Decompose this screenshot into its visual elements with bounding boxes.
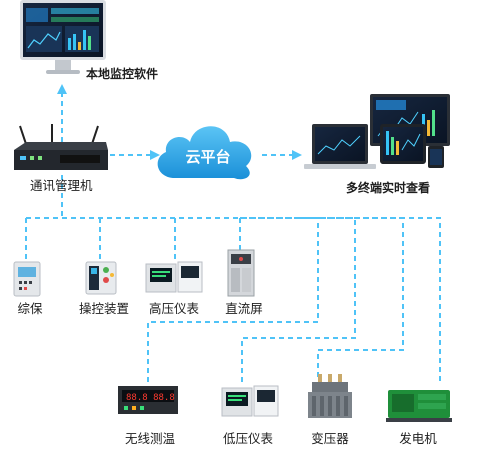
svg-text:88.8 88.8: 88.8 88.8 <box>126 393 175 403</box>
terminals-icon <box>304 94 450 169</box>
transformer-label: 变压器 <box>311 431 349 446</box>
gateway-device-icon <box>14 124 108 170</box>
arrow-right-icon <box>292 150 302 160</box>
dc-panel-icon <box>227 249 255 297</box>
local-software-label: 本地监控软件 <box>86 67 159 81</box>
caokong-label: 操控装置 <box>78 301 130 316</box>
protection-relay-icon <box>13 261 41 297</box>
generator-label: 发电机 <box>399 431 437 446</box>
dc-panel-label: 直流屏 <box>225 301 263 316</box>
control-device-icon <box>85 261 117 295</box>
lv-meter-label: 低压仪表 <box>222 431 274 446</box>
wireless-temp-icon: 88.8 88.8 <box>118 386 178 414</box>
wireless-temp-label: 无线测温 <box>124 431 176 446</box>
monitor-icon <box>20 0 106 74</box>
arrow-right-icon <box>150 150 160 160</box>
cloud-icon <box>157 126 252 180</box>
transformer-icon <box>308 374 352 418</box>
multi-terminal-label: 多终端实时查看 <box>346 181 431 195</box>
hv-meter-label: 高压仪表 <box>148 301 200 316</box>
connection-lines <box>25 94 441 385</box>
hv-meter-icon <box>145 261 203 293</box>
zongbao-label: 综保 <box>17 301 43 316</box>
lv-meter-icon <box>221 385 279 417</box>
generator-icon <box>386 390 452 422</box>
arrow-up-icon <box>57 84 67 94</box>
cloud-label: 云平台 <box>185 148 231 166</box>
gateway-label: 通讯管理机 <box>30 178 93 193</box>
